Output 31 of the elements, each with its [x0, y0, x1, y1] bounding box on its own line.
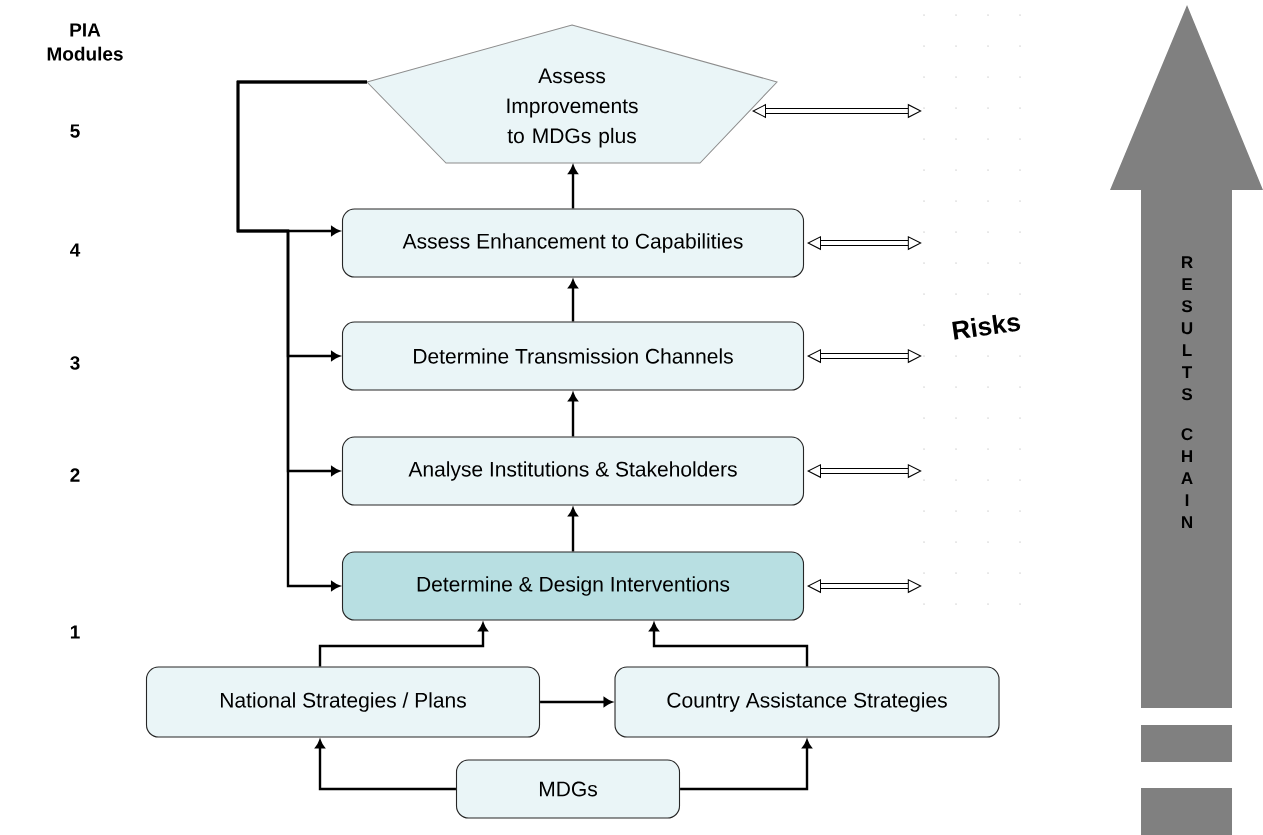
process-box: National Strategies / Plans [145, 666, 541, 738]
double-arrow [807, 579, 922, 593]
module-heading: PIA Modules [47, 23, 123, 61]
pentagon-box: Assess Improvements to MDGs plus [366, 24, 778, 164]
process-box: Analyse Institutions & Stakeholders [341, 436, 805, 506]
module-number: 5 [70, 124, 80, 138]
module-number: 2 [70, 468, 80, 482]
arrow [318, 622, 488, 667]
module-number: 4 [70, 243, 81, 257]
double-arrow [752, 104, 922, 118]
process-box: Determine & Design Interventions [341, 551, 805, 621]
arrow [236, 80, 367, 591]
double-arrow [807, 236, 922, 250]
double-arrow [807, 349, 922, 363]
double-arrow [807, 464, 922, 478]
module-number: 3 [70, 356, 80, 370]
arrow [315, 739, 456, 791]
arrow [568, 165, 578, 209]
process-box: Assess Enhancement to Capabilities [341, 208, 805, 278]
node-label: Risks [952, 314, 1021, 340]
arrow [680, 739, 812, 791]
arrow [540, 697, 613, 707]
process-box: MDGs [455, 759, 681, 819]
arrow [568, 279, 578, 322]
process-box: Country Assistance Strategies [614, 666, 1000, 738]
arrow [649, 622, 809, 667]
module-number: 1 [70, 625, 80, 639]
arrow [568, 392, 578, 437]
process-box: Determine Transmission Channels [341, 321, 805, 391]
arrow [568, 507, 578, 552]
risk-area: Risks [923, 14, 1021, 605]
